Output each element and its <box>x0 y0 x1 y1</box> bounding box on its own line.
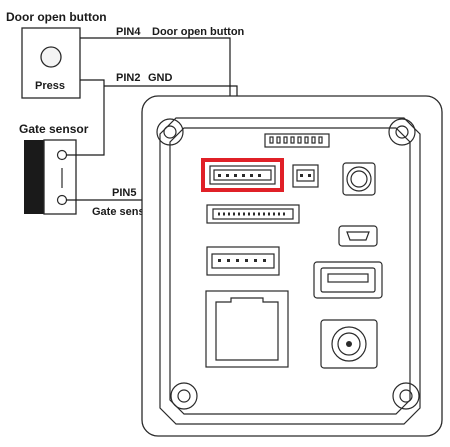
screw-top-right <box>388 118 416 146</box>
ribbon-connector <box>206 204 300 224</box>
gate-sensor-title: Gate sensor <box>19 122 89 136</box>
screw-bottom-left <box>170 382 198 410</box>
pin2-label: PIN2 <box>116 72 140 84</box>
screw-top-left <box>156 118 184 146</box>
gate-sensor-terminal-bottom <box>56 194 68 206</box>
device-inner-panel <box>169 127 411 415</box>
screw-bottom-right <box>392 382 420 410</box>
wire-pin2-button <box>66 79 105 156</box>
top-connector <box>264 133 330 148</box>
pin5-desc: Gate sensor <box>92 206 156 218</box>
press-label: Press <box>35 80 65 92</box>
pin4-desc: Door open button <box>152 26 245 38</box>
highlighted-connector-frame <box>201 158 284 192</box>
door-button-title: Door open button <box>6 10 107 24</box>
ethernet-port <box>205 290 289 368</box>
pin4-label: PIN4 <box>116 26 141 38</box>
door-sensor-connector <box>209 165 276 185</box>
press-button-icon <box>40 46 62 68</box>
micro-usb-port <box>338 225 378 247</box>
round-jack <box>342 162 376 196</box>
usb-a-port <box>313 261 383 299</box>
gate-sensor-terminal-top <box>56 149 68 161</box>
device-inner-frame <box>159 117 421 425</box>
dc-power-jack <box>320 319 378 369</box>
pin2-desc: GND <box>148 72 173 84</box>
pin5-label: PIN5 <box>112 187 136 199</box>
multi-pin-connector <box>206 246 280 276</box>
gate-sensor-magnet <box>24 140 44 214</box>
two-pin-connector <box>292 164 319 188</box>
